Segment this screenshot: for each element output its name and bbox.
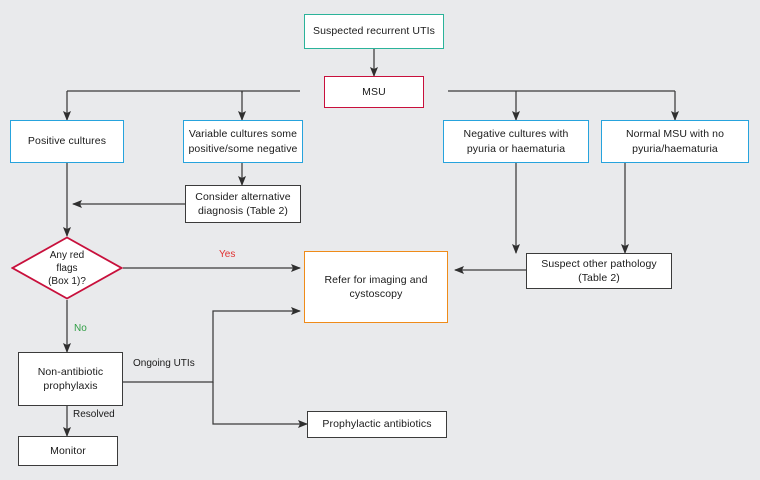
node-label: Negative cultures with pyuria or haematu… [463,128,569,155]
diamond-shape [11,236,123,300]
node-label: Non-antibiotic prophylaxis [37,365,104,392]
edge-ongoing-to-prophylactic [212,382,309,428]
node-non-antibiotic-prophylaxis[interactable]: Non-antibiotic prophylaxis [18,352,123,406]
node-consider-alternative-diagnosis[interactable]: Consider alternative diagnosis (Table 2) [185,185,301,223]
node-label: Monitor [50,444,86,457]
node-label: Positive cultures [27,135,107,148]
node-label: Refer for imaging and cystoscopy [324,273,428,300]
node-refer-for-imaging-and-cystoscopy[interactable]: Refer for imaging and cystoscopy [304,251,448,323]
node-normal-msu[interactable]: Normal MSU with no pyuria/haematuria [601,120,749,163]
edge-label-no: No [74,323,87,334]
node-label: Variable cultures some positive/some neg… [188,128,298,155]
node-label: MSU [362,85,386,98]
node-label: Suspect other pathology (Table 2) [541,257,657,284]
node-prophylactic-antibiotics[interactable]: Prophylactic antibiotics [307,411,447,438]
node-suspected-recurrent-utis[interactable]: Suspected recurrent UTIs [304,14,444,49]
node-label: Suspected recurrent UTIs [312,25,436,38]
node-label: Any red flags (Box 1)? [48,249,86,287]
node-negative-cultures[interactable]: Negative cultures with pyuria or haematu… [443,120,589,163]
node-monitor[interactable]: Monitor [18,436,118,466]
edge-label-resolved: Resolved [73,409,115,420]
node-label: Prophylactic antibiotics [322,418,432,431]
node-any-red-flags[interactable]: Any red flags (Box 1)? [11,236,123,300]
node-msu[interactable]: MSU [324,76,424,108]
node-label: Normal MSU with no pyuria/haematuria [625,128,725,155]
edge-ongoing-to-refer [123,306,302,383]
node-variable-cultures[interactable]: Variable cultures some positive/some neg… [183,120,303,163]
node-suspect-other-pathology[interactable]: Suspect other pathology (Table 2) [526,253,672,289]
node-positive-cultures[interactable]: Positive cultures [10,120,124,163]
edge-label-ongoing-utis: Ongoing UTIs [133,358,195,369]
edge-label-yes: Yes [219,249,236,260]
node-label: Consider alternative diagnosis (Table 2) [195,190,291,217]
